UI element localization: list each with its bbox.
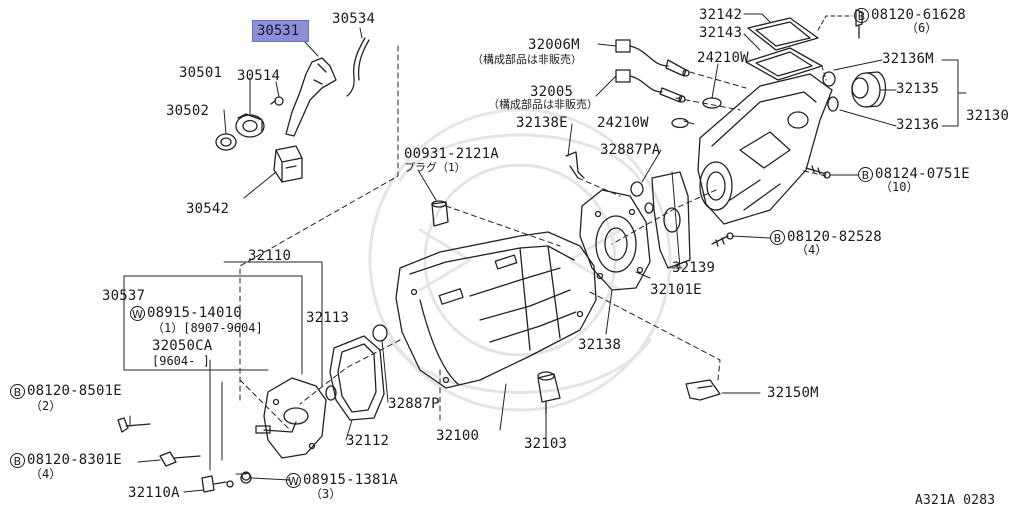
qty-08124-0751E: （10） [880,180,919,194]
bearing-32887P [372,324,388,342]
bolt-symbol: B [10,384,25,399]
qty-08120-8301E: （4） [30,467,62,481]
clip-30534 [346,37,370,97]
part-label-30502[interactable]: 30502 [166,103,210,119]
part-label-32135[interactable]: 32135 [896,81,940,97]
part-label-32138E[interactable]: 32138E [516,115,568,131]
part-label-00931-2121A[interactable]: 00931-2121A [404,146,499,162]
part-label-32100[interactable]: 32100 [436,428,480,444]
qty-08915-14010: （1）[8907-9604] [152,321,263,335]
switch-32005 [615,69,686,103]
part-label-30537[interactable]: 30537 [102,288,146,304]
highlighted-part-30531[interactable]: 30531 [252,20,309,42]
qty-08120-82528: （4） [796,243,828,257]
mount-32103 [537,371,561,415]
part-label-32005[interactable]: 32005 [530,84,574,100]
part-label-32006M[interactable]: 32006M [528,37,580,53]
bolt-symbol: B [10,453,25,468]
bracket-32150M [685,379,721,401]
reference-line [239,45,399,401]
release-fork [285,57,337,137]
seal-32136 [827,96,839,112]
gasket-32142 [747,17,819,51]
part-label-32103[interactable]: 32103 [524,436,568,452]
bolt-symbol: B [858,167,873,182]
note-00931: プラグ（1） [404,161,466,174]
bearing-32887PA [630,181,654,214]
part-label-24210W-a[interactable]: 24210W [697,50,749,66]
part-label-32050CA[interactable]: 32050CA [152,338,213,354]
bolt-symbol: B [854,8,869,23]
washer-symbol: W [130,306,145,321]
pivot-30514 [270,96,284,106]
bolt-08120-82528 [711,232,734,247]
leader-lines [123,13,967,493]
bolt-08120-8301E [159,451,201,467]
washer-symbol: W [286,473,301,488]
bolt-symbol: B [770,230,785,245]
qty-08915-1381A: （3） [310,487,342,501]
extension-housing-32130 [697,73,833,225]
gasket-32139 [651,171,691,269]
front-cover-32110 [255,377,327,459]
note-32005: （構成部品は非販売） [488,98,598,111]
slave-cylinder-30542 [273,145,303,183]
bearing-30502 [215,133,237,151]
part-number: 30531 [257,23,300,39]
part-label-30514[interactable]: 30514 [237,68,281,84]
washer-24210W-a [702,97,722,109]
gasket-32112 [329,335,385,421]
part-label-30534[interactable]: 30534 [332,11,376,27]
washer-24210W-b [671,117,689,129]
part-label-32130[interactable]: 32130 [966,108,1010,124]
part-label-32887PA[interactable]: 32887PA [600,142,661,158]
part-label-24210W-b[interactable]: 24210W [597,115,649,131]
part-label-30542[interactable]: 30542 [186,201,230,217]
bolt-08120-8501E [117,417,151,433]
part-label-32101E[interactable]: 32101E [650,282,702,298]
part-label-32138[interactable]: 32138 [578,337,622,353]
part-label-32113[interactable]: 32113 [306,310,350,326]
transmission-case-32100 [395,231,597,389]
assembly-lines [239,71,827,431]
dashed-32142 [817,15,853,81]
watermark-logo [368,108,672,412]
breather-32138E [565,151,585,179]
figure-code: A321A 0283 [915,493,996,508]
part-label-32150M[interactable]: 32150M [767,385,819,401]
part-label-32136[interactable]: 32136 [896,117,940,133]
part-label-32110[interactable]: 32110 [248,248,292,264]
plug-00931 [431,200,449,227]
qty-08120-8501E: （2） [30,399,62,413]
part-label-32110A[interactable]: 32110A [128,485,180,501]
part-label-32142[interactable]: 32142 [699,7,743,23]
range-32050CA: [9604- ] [152,354,210,368]
part-label-32139[interactable]: 32139 [672,260,716,276]
qty-08120-61628: （6） [906,21,938,35]
washer-08915-1381A [240,472,252,484]
seal-32136M [822,71,836,87]
part-label-32112[interactable]: 32112 [346,433,390,449]
seal-32113 [325,385,337,401]
release-bearing-30501 [235,113,265,138]
note-32006M: （構成部品は非販売） [472,53,582,66]
part-label-32143[interactable]: 32143 [699,25,743,41]
part-label-30501[interactable]: 30501 [179,65,223,81]
part-label-32887P[interactable]: 32887P [388,396,440,412]
part-label-32136M[interactable]: 32136M [882,51,934,67]
